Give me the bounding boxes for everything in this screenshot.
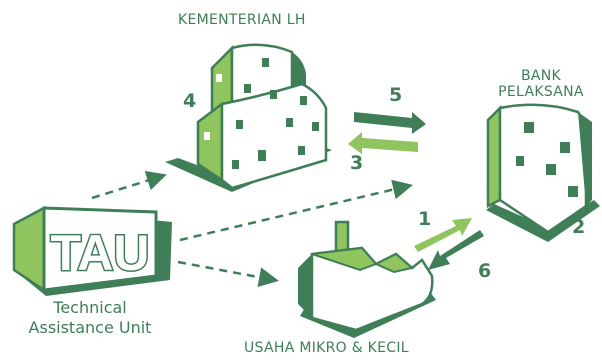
factory-icon [298, 220, 436, 338]
step-1-number: 1 [418, 208, 432, 230]
step-4-number: 4 [183, 90, 197, 112]
tau-label-line2: Assistance Unit [28, 318, 152, 337]
kementerian-building-icon [165, 43, 332, 192]
bank-label: BANK PELAKSANA [482, 68, 600, 100]
flow-1-arrow-icon [414, 218, 472, 252]
kementerian-label: KEMENTERIAN LH [178, 12, 306, 28]
bank-building-icon [486, 103, 600, 242]
tau-sign-text: TAU [50, 225, 149, 281]
tau-label: Technical Assistance Unit [0, 298, 180, 338]
tau-label-line1: Technical [53, 298, 127, 317]
tau-arrows [91, 170, 413, 288]
step-3-number: 3 [350, 152, 364, 174]
tau-to-kementerian-arrow [91, 170, 167, 200]
step-2-number: 2 [572, 216, 586, 238]
bank-label-line1: BANK [520, 68, 562, 84]
tau-sign-icon: TAU [12, 205, 172, 296]
tau-to-bank-arrow [179, 179, 413, 242]
step-6-number: 6 [478, 260, 492, 282]
bank-label-line2: PELAKSANA [498, 84, 584, 100]
flow-6-arrow-icon [428, 230, 484, 270]
usaha-label: USAHA MIKRO & KECIL [244, 340, 409, 356]
flow-3-arrow-icon [348, 132, 418, 154]
tau-to-usaha-arrow [177, 260, 279, 288]
step-5-number: 5 [389, 84, 403, 106]
flow-5-arrow-icon [354, 112, 426, 134]
